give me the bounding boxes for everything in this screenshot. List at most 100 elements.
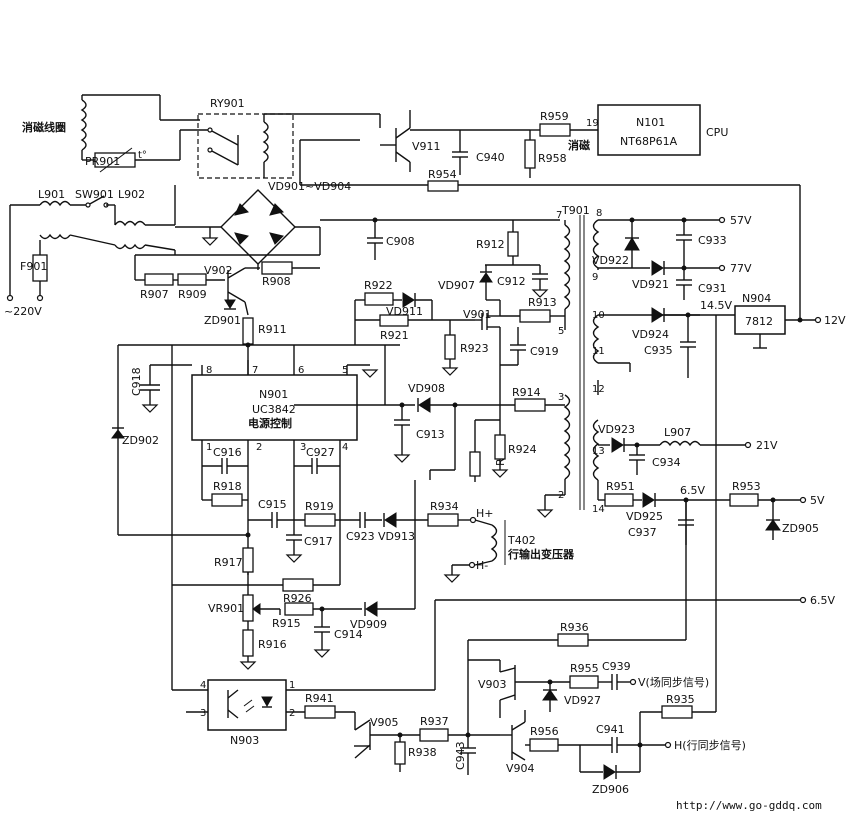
transformer-t901: T901 7 5 3 2 8 9 10 11 12 13 14 — [536, 204, 720, 518]
zd905-label: ZD905 — [782, 522, 819, 535]
r914-label: R914 — [512, 386, 541, 399]
controller-section: R907 R909 V902 R908 ZD901 R911 ZD902 — [111, 227, 400, 535]
ic7812-label: 7812 — [745, 315, 773, 328]
n903-pin4: 4 — [200, 680, 206, 691]
n901-pin8: 8 — [206, 365, 212, 376]
r917-label: R917 — [214, 556, 243, 569]
cpu-label: CPU — [706, 126, 728, 139]
r934-label: R934 — [430, 500, 459, 513]
c923-label: C923 — [346, 530, 375, 543]
vd921-label: VD921 — [632, 278, 669, 291]
r954-label: R954 — [428, 168, 457, 181]
secondary-outputs: 57V VD922 C933 77V VD921 C931 VD924 14.5… — [435, 214, 846, 640]
c915-label: C915 — [258, 498, 287, 511]
pr901-label: PR901 — [85, 155, 120, 168]
c940-label: C940 — [476, 151, 505, 164]
out-21v-label: 21V — [756, 439, 778, 452]
r951-label: R951 — [606, 480, 635, 493]
n901-pin4: 4 — [342, 442, 348, 453]
n903-pin2: 2 — [289, 708, 295, 719]
f901-label: F901 — [20, 260, 47, 273]
degauss-coil-label: 消磁线圈 — [22, 120, 66, 134]
vd924-label: VD924 — [632, 328, 669, 341]
v-sync-label: V(场同步信号) — [638, 675, 709, 689]
v911-label: V911 — [412, 140, 441, 153]
r955-label: R955 — [570, 662, 599, 675]
n901-label: N901 — [259, 388, 288, 401]
v904-label: V904 — [506, 762, 535, 775]
c939-label: C939 — [602, 660, 631, 673]
r921-label: R921 — [380, 329, 409, 342]
zd901-label: ZD901 — [204, 314, 241, 327]
c914-label: C914 — [334, 628, 363, 641]
n101-label: N101 — [636, 116, 665, 129]
t402-label: T402 — [507, 534, 536, 547]
r907-label: R907 — [140, 288, 169, 301]
zd906-label: ZD906 — [592, 783, 629, 796]
v6-5-label: 6.5V — [680, 484, 705, 497]
r916-label: R916 — [258, 638, 287, 651]
r926-label: R926 — [283, 592, 312, 605]
n901-pin3: 3 — [300, 442, 306, 453]
h-minus-label: H- — [476, 559, 488, 572]
t901-label: T901 — [561, 204, 590, 217]
v903-label: V903 — [478, 678, 507, 691]
l907-label: L907 — [664, 426, 691, 439]
vd922-label: VD922 — [592, 254, 629, 267]
r912-label: R912 — [476, 238, 505, 251]
r908-label: R908 — [262, 275, 291, 288]
vd913-label: VD913 — [378, 530, 415, 543]
n901-pin1: 1 — [206, 442, 212, 453]
c913-label: C913 — [416, 428, 445, 441]
vr901-label: VR901 — [208, 602, 244, 615]
h-plus-label: H+ — [476, 507, 494, 520]
v905-label: V905 — [370, 716, 399, 729]
t901-pin9: 9 — [592, 272, 598, 283]
r913-label: R913 — [528, 296, 557, 309]
vd925-label: VD925 — [626, 510, 663, 523]
c918-label: C918 — [130, 367, 143, 396]
c919-label: C919 — [530, 345, 559, 358]
n901-pin5: 5 — [342, 365, 348, 376]
v902-label: V902 — [204, 264, 233, 277]
c916-label: C916 — [213, 446, 242, 459]
n901-pin7: 7 — [252, 365, 258, 376]
vd923-label: VD923 — [598, 423, 635, 436]
t901-pin11: 11 — [592, 346, 605, 357]
t901-pin7: 7 — [556, 210, 562, 221]
degauss-signal-label: 消磁 — [568, 138, 590, 152]
r953-label: R953 — [732, 480, 761, 493]
c934-label: C934 — [652, 456, 681, 469]
pin19-label: 19 — [586, 118, 599, 129]
c943-label: C943 — [454, 741, 467, 770]
r941-label: R941 — [305, 692, 334, 705]
l901-label: L901 — [38, 188, 65, 201]
c935-label: C935 — [644, 344, 673, 357]
r922-label: R922 — [364, 279, 393, 292]
psu-control-label: 电源控制 — [248, 416, 292, 430]
vd901-vd904-label: VD901~VD904 — [268, 180, 351, 193]
c941-label: C941 — [596, 723, 625, 736]
feedback-network: C916 C927 R918 C915 R919 C917 C923 — [118, 345, 575, 690]
c927-label: C927 — [306, 446, 335, 459]
v14-5-label: 14.5V — [700, 299, 732, 312]
t901-pin8: 8 — [596, 208, 602, 219]
n901-pin6: 6 — [298, 365, 304, 376]
vd907-label: VD907 — [438, 279, 475, 292]
n903-pin3: 3 — [200, 708, 206, 719]
c937-label: C937 — [628, 526, 657, 539]
zd902-label: ZD902 — [122, 434, 159, 447]
n903-pin1: 1 — [289, 680, 295, 691]
c931-label: C931 — [698, 282, 727, 295]
n904-label: N904 — [742, 292, 771, 305]
standby-control: N903 4 3 1 2 R941 V905 R937 — [172, 600, 746, 796]
r936-label: R936 — [560, 621, 589, 634]
r909-label: R909 — [178, 288, 207, 301]
r935-label: R935 — [666, 693, 695, 706]
thermistor-symbol: t° — [138, 150, 147, 161]
vd927-label: VD927 — [564, 694, 601, 707]
n903-label: N903 — [230, 734, 259, 747]
vd909-label: VD909 — [350, 618, 387, 631]
degauss-section: 消磁线圈 PR901 t° RY901 V911 C940 — [22, 94, 801, 320]
